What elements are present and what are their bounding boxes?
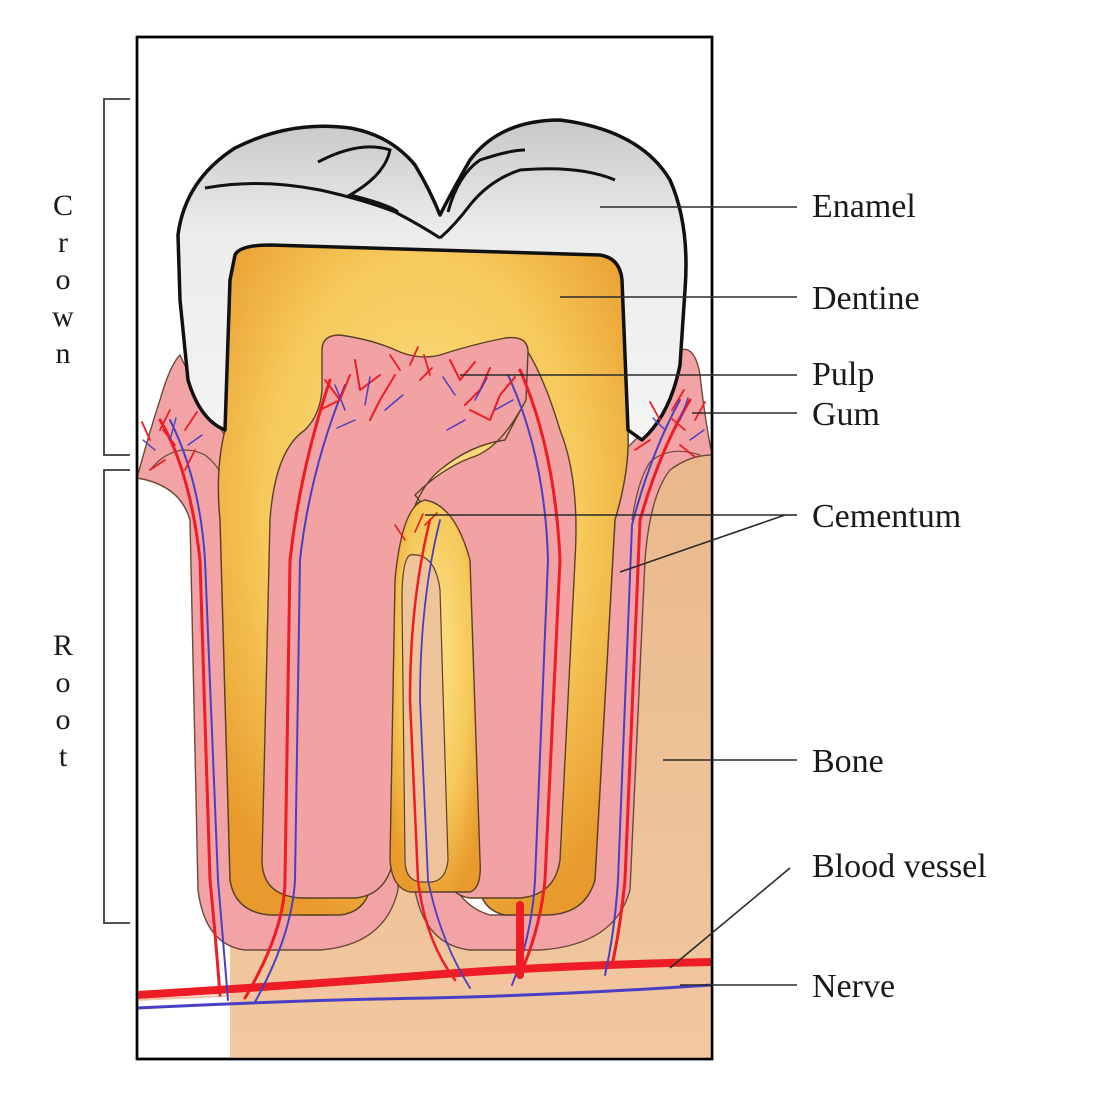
crown-letter: w — [52, 300, 74, 333]
crown-letter: n — [56, 337, 71, 370]
crown-letter: C — [53, 189, 73, 222]
crown-letter: r — [58, 226, 68, 259]
root-section-label: R o o t — [53, 629, 73, 773]
label-cementum: Cementum — [812, 498, 961, 535]
root-letter: t — [59, 740, 68, 773]
crown-letter: o — [56, 263, 71, 296]
label-bone: Bone — [812, 743, 884, 780]
label-pulp: Pulp — [812, 356, 874, 393]
crown-section-label: C r o w n — [52, 189, 74, 370]
label-dentine: Dentine — [812, 280, 920, 317]
root-letter: o — [56, 666, 71, 699]
root-bracket — [104, 470, 130, 923]
root-letter: o — [56, 703, 71, 736]
label-blood-vessel: Blood vessel — [812, 848, 987, 885]
label-nerve: Nerve — [812, 968, 895, 1005]
label-enamel: Enamel — [812, 188, 916, 225]
label-gum: Gum — [812, 396, 880, 433]
root-letter: R — [53, 629, 73, 662]
crown-bracket — [104, 99, 130, 455]
